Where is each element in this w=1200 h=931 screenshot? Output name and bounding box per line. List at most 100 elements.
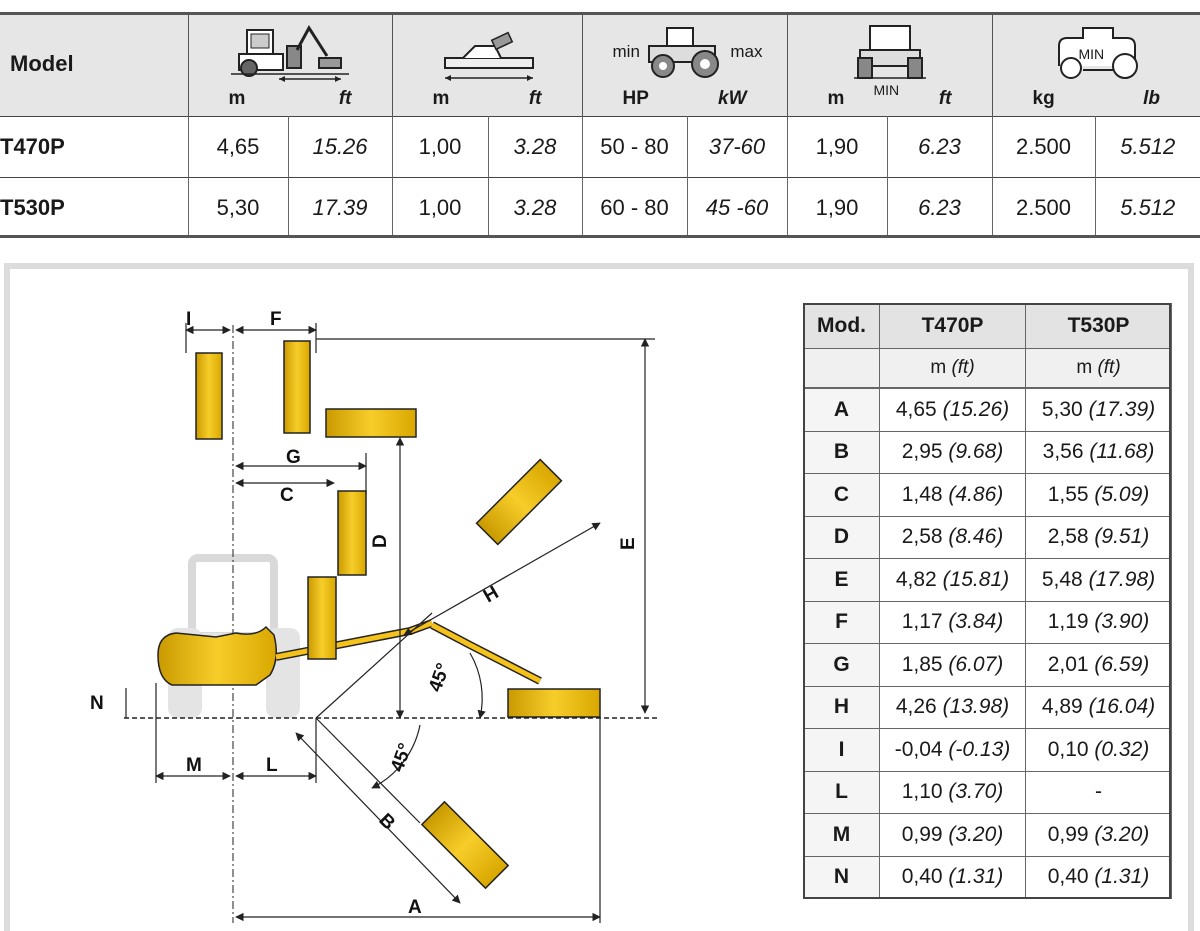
dim-value-cell: 0,10 (0.32) [1025,728,1172,772]
mower-head-mid-high [337,490,367,576]
value-cell: 5.512 [1094,116,1200,177]
tractor-power-icon [647,27,719,78]
dims-col2-header: T530P [1025,303,1172,349]
value-cell: 1,90 [786,177,887,238]
track-width-column-header: MIN m ft [786,12,992,116]
tractor-arm-reach-icon [230,25,349,82]
dims-header-row: Mod. T470P T530P [803,303,1172,349]
cutting-width-column-header: m ft [391,12,582,116]
dim-key-cell: L [803,770,880,814]
dim-key-cell: G [803,643,880,687]
dim-value-cell: 2,01 (6.59) [1025,643,1172,687]
mower-head-mid-low [307,576,337,660]
value-cell: 50 - 80 [581,116,687,177]
track-width-icon [853,25,926,79]
dim-value-cell: - [1025,770,1172,814]
dims-col2-units: m (ft) [1025,348,1172,388]
unit-right: kW [718,87,747,109]
dim-value-cell: 0,40 (1.31) [1025,855,1172,899]
dim-value-cell: 1,48 (4.86) [879,473,1026,517]
model-name: T470P [0,133,65,159]
max-label: max [730,42,763,61]
label-e: E [618,537,639,550]
tractor-weight-icon [1057,27,1138,79]
unit-left: m [432,87,450,109]
angle-label-lower: 45° [387,741,417,775]
unit-right: ft [338,87,352,109]
value-cell: 2.500 [991,116,1095,177]
angle-label-upper: 45° [425,661,455,695]
mower-head-top-left [195,352,223,440]
dim-key-cell: I [803,728,880,772]
table-row: I-0,04 (-0.13)0,10 (0.32) [803,728,1172,772]
value-cell: 60 - 80 [581,177,687,238]
dim-value-cell: 5,30 (17.39) [1025,388,1172,432]
value-cell: 3.28 [487,177,582,238]
value-cell: 17.39 [287,177,392,238]
dim-key-cell: M [803,813,880,857]
model-name: T530P [0,194,65,220]
min-label: MIN [873,82,900,98]
min-label: MIN [1078,46,1105,62]
value-cell: 3.28 [487,116,582,177]
unit-left: m [827,87,845,109]
dim-value-cell: 2,95 (9.68) [879,430,1026,474]
reach-column-header: m ft [187,12,392,116]
dim-value-cell: 4,89 (16.04) [1025,685,1172,729]
dim-value-cell: 0,99 (3.20) [1025,813,1172,857]
dim-value-cell: 1,55 (5.09) [1025,473,1172,517]
mower-head-ground [507,688,601,718]
cutting-width-icon [443,31,534,81]
dims-col1-units: m (ft) [879,348,1026,388]
specs-header-row: Model m ft [0,12,1200,116]
dim-key-cell: B [803,430,880,474]
weight-column-header: MIN kg lb [991,12,1200,116]
dim-line-h [403,522,601,636]
unit-right: ft [528,87,542,109]
label-a: A [408,897,422,918]
tractor-body [157,625,277,686]
dims-col1-header: T470P [879,303,1026,349]
unit-left: HP [622,87,649,109]
value-cell: 45 -60 [686,177,787,238]
value-cell: 6.23 [886,177,992,238]
label-n: N [90,693,104,714]
value-cell: 1,90 [786,116,887,177]
dim-key-cell: C [803,473,880,517]
value-cell: 5.512 [1094,177,1200,238]
angle-arc-lower [371,724,421,789]
mower-head-ditch [420,800,510,890]
dim-value-cell: 2,58 (9.51) [1025,515,1172,559]
value-cell: 2.500 [991,177,1095,238]
table-bottom-border [0,235,1200,238]
dim-value-cell: 4,82 (15.81) [879,558,1026,602]
mower-head-top [283,340,311,434]
dim-value-cell: 0,99 (3.20) [879,813,1026,857]
dim-key-cell: F [803,600,880,644]
diagram-panel [4,263,1194,931]
unit-right: lb [1143,87,1160,109]
dim-value-cell: 1,19 (3.90) [1025,600,1172,644]
dims-key-header: Mod. [803,303,880,349]
model-header: Model [10,50,74,76]
dim-value-cell: 1,10 (3.70) [879,770,1026,814]
dim-value-cell: 0,40 (1.31) [879,855,1026,899]
dim-key-cell: N [803,855,880,899]
dims-units-row: m (ft) m (ft) [803,348,1172,388]
label-b: B [374,810,399,835]
label-i: I [186,309,191,330]
dim-key-cell: H [803,685,880,729]
value-cell: 15.26 [287,116,392,177]
dim-value-cell: 5,48 (17.98) [1025,558,1172,602]
dim-key-cell: A [803,388,880,432]
